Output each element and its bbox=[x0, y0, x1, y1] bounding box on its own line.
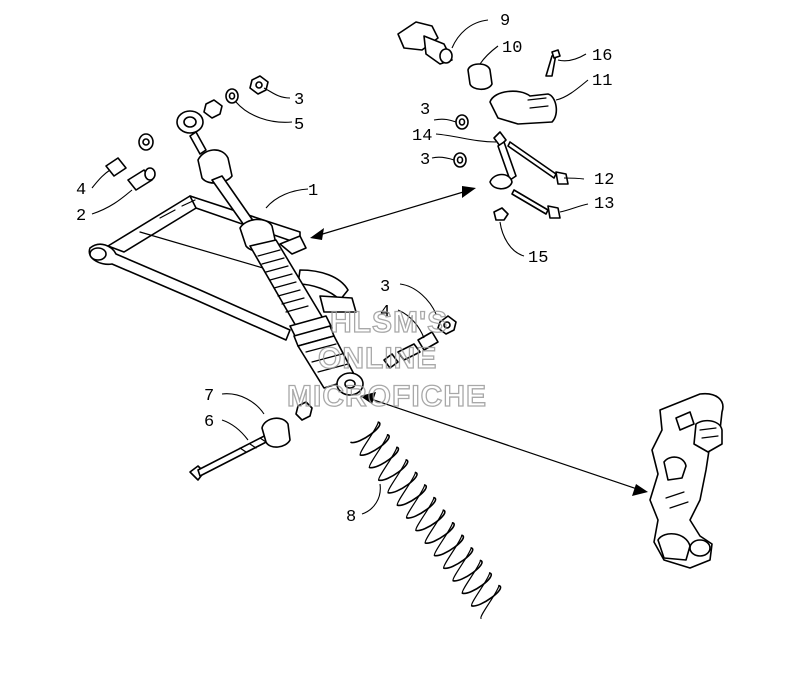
spring-coil-back bbox=[480, 585, 500, 619]
spring-coil-back bbox=[378, 446, 398, 481]
callout-8: 8 bbox=[346, 508, 356, 527]
spring-coil-back bbox=[359, 421, 379, 456]
callout-3-link-lower: 3 bbox=[420, 151, 430, 170]
watermark: HLSM'S ONLINE MICROFICHE bbox=[286, 305, 487, 413]
callout-2: 2 bbox=[76, 207, 86, 226]
spring-coil-back bbox=[461, 559, 482, 594]
spring-coil-back bbox=[452, 547, 472, 582]
callout-11: 11 bbox=[592, 72, 612, 91]
spring-coil bbox=[387, 471, 418, 494]
spring-coil bbox=[470, 584, 502, 607]
assembly-arrows bbox=[310, 186, 648, 496]
spring-coil bbox=[424, 522, 455, 544]
callout-9: 9 bbox=[500, 12, 510, 31]
spring-coil bbox=[415, 509, 446, 532]
spring-coil bbox=[378, 459, 409, 481]
spring-coil-back bbox=[471, 572, 491, 607]
callout-5: 5 bbox=[294, 116, 304, 135]
callout-14: 14 bbox=[412, 127, 432, 146]
callout-3-top: 3 bbox=[294, 91, 304, 110]
callout-7: 7 bbox=[204, 387, 214, 406]
callout-13: 13 bbox=[594, 195, 614, 214]
watermark-line-2: ONLINE bbox=[318, 342, 437, 375]
spring-coil-back bbox=[368, 434, 389, 469]
spring-coil bbox=[368, 446, 400, 469]
shock-absorber bbox=[176, 110, 364, 396]
spring-coil bbox=[443, 547, 474, 569]
spring-coil bbox=[350, 421, 381, 444]
spring-coil bbox=[405, 496, 437, 519]
callout-1: 1 bbox=[308, 182, 318, 201]
callout-15: 15 bbox=[528, 249, 548, 268]
a-arm-frame bbox=[88, 195, 357, 341]
callout-3-link-upper: 3 bbox=[420, 101, 430, 120]
spring-coil-back bbox=[387, 459, 407, 494]
spring-coil bbox=[396, 484, 428, 507]
spring-coil-back bbox=[424, 509, 444, 544]
spring-coil-back bbox=[433, 522, 454, 557]
callout-16: 16 bbox=[592, 47, 612, 66]
spring-coil bbox=[359, 434, 390, 456]
spring-coil bbox=[433, 534, 465, 557]
callout-labels: 1 2 4 3 5 3 14 3 12 13 15 9 10 16 11 3 4… bbox=[76, 12, 614, 527]
spring-coil-back bbox=[443, 534, 463, 569]
watermark-line-3: MICROFICHE bbox=[287, 380, 487, 413]
leader-lines bbox=[91, 19, 589, 515]
coil-spring bbox=[350, 421, 502, 619]
watermark-line-1: HLSM'S bbox=[330, 306, 448, 339]
spring-coil-back bbox=[415, 497, 435, 531]
callout-12: 12 bbox=[594, 171, 614, 190]
spring-coil-back bbox=[396, 471, 417, 506]
callout-3-lower: 3 bbox=[380, 278, 390, 297]
callout-6: 6 bbox=[204, 413, 214, 432]
hardware-upper-left bbox=[105, 75, 269, 191]
linkage-assembly bbox=[397, 21, 569, 221]
callout-4-lower: 4 bbox=[380, 303, 390, 322]
callout-4-left: 4 bbox=[76, 181, 86, 200]
spring-coil-back bbox=[406, 484, 426, 519]
hardware-lower bbox=[189, 315, 457, 481]
callout-10: 10 bbox=[502, 39, 522, 58]
rear-mount-bracket bbox=[649, 392, 724, 569]
spring-coil bbox=[452, 559, 483, 582]
spring-coil bbox=[461, 572, 493, 595]
